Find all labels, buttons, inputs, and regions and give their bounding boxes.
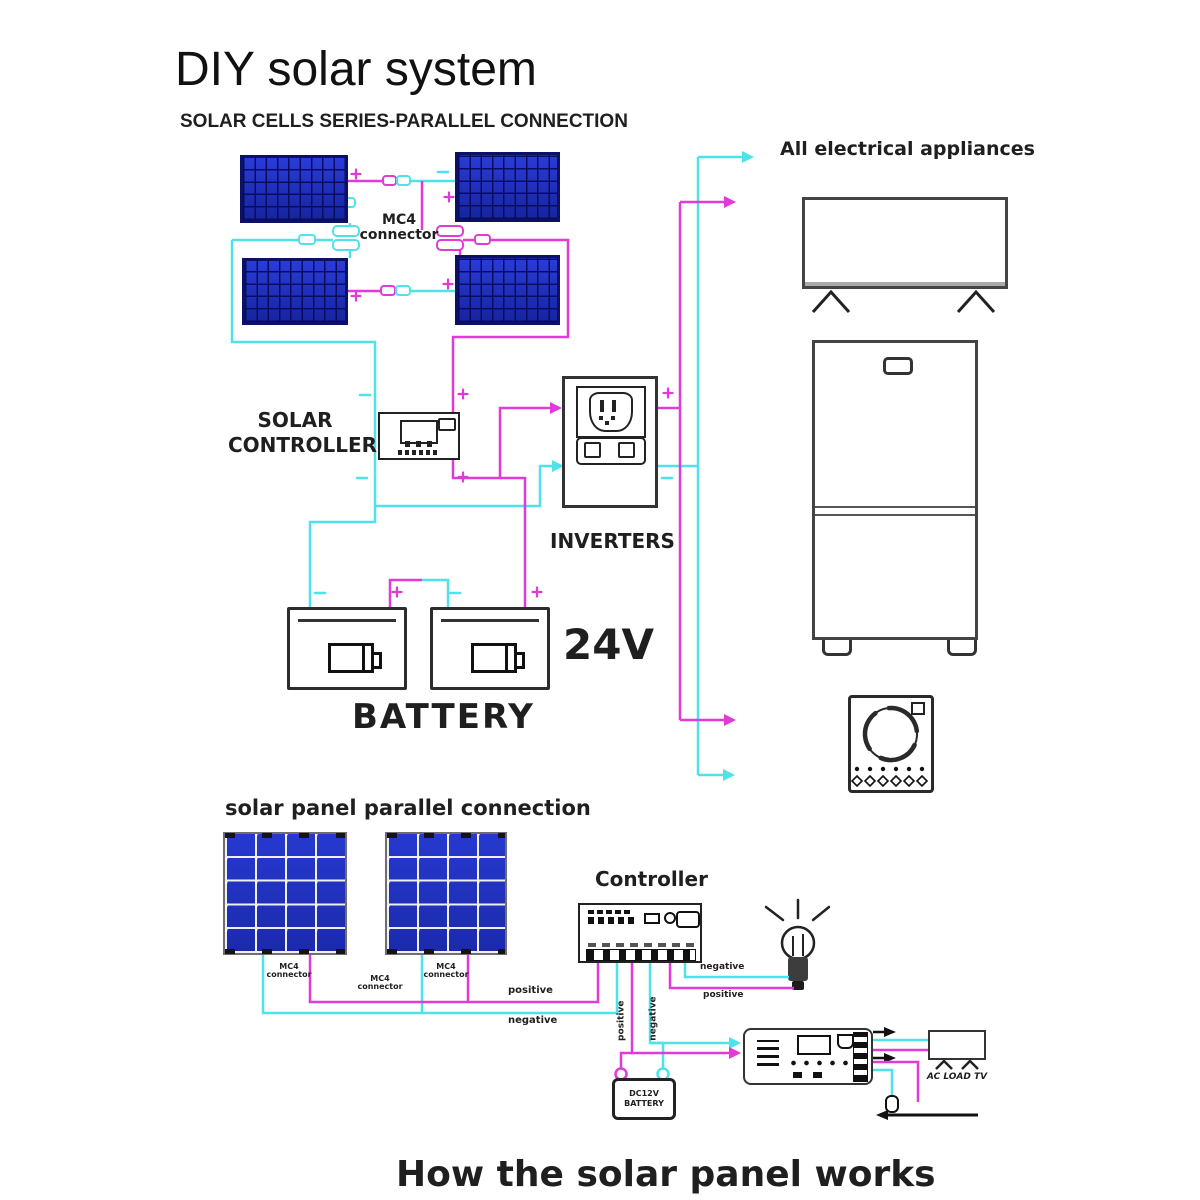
battery-box-2 xyxy=(430,607,550,690)
mc4-mid-line2: connector xyxy=(357,982,403,992)
bulb-negative-label: negative xyxy=(700,962,745,972)
washer-control-square xyxy=(911,702,925,715)
parallel-wiring-negative xyxy=(263,955,928,1100)
dc-battery-line2: BATTERY xyxy=(624,1099,664,1109)
controller-label: Controller xyxy=(595,867,708,891)
positive-wire-label: positive xyxy=(508,985,553,996)
inverter-output-stubs xyxy=(873,1032,885,1058)
tv-appliance xyxy=(802,197,1008,289)
controller-battery-icon xyxy=(644,913,660,924)
page-title: DIY solar system xyxy=(175,43,537,96)
battery-top-line xyxy=(441,619,539,622)
parallel-heading: solar panel parallel connection xyxy=(225,796,591,820)
mc4-left-line2: connector xyxy=(266,970,312,980)
mc4-label-right: MC4 connector xyxy=(417,962,475,980)
negative-wire-label: negative xyxy=(508,1015,558,1026)
mc4-connector-label: MC4 connector xyxy=(352,213,446,242)
parallel-wiring-positive xyxy=(310,955,928,1102)
minus-marks xyxy=(315,172,672,593)
light-bulb-icon xyxy=(766,900,829,990)
solar-controller-line1: SOLAR xyxy=(257,408,333,432)
mc4-label-mid: MC4 connector xyxy=(348,974,412,992)
parallel-panel-left xyxy=(223,832,347,955)
solar-panel-top-left xyxy=(240,155,348,223)
inverter-device xyxy=(562,376,658,508)
footer-title: How the solar panel works xyxy=(396,1154,936,1195)
inverter-display xyxy=(576,386,646,438)
ac-load-label: AC LOAD TV xyxy=(926,1072,988,1082)
fridge-divider xyxy=(815,506,975,516)
appliances-label: All electrical appliances xyxy=(780,138,1035,160)
mc4-right-line2: connector xyxy=(423,970,469,980)
mc4-left-line1: MC4 xyxy=(279,962,299,971)
parallel-inverter-device xyxy=(743,1028,873,1085)
ac-tv-box xyxy=(928,1030,986,1060)
controller-chip xyxy=(438,418,456,431)
ac-tv-legs-icon xyxy=(936,1061,978,1069)
inverter-terminal-strip xyxy=(853,1032,868,1082)
inverter-outlet-strip xyxy=(576,437,646,465)
inverter-plug-face xyxy=(589,392,633,432)
controller-dots xyxy=(398,450,438,455)
solar-panel-top-right xyxy=(455,152,560,222)
inverter-cup-icon xyxy=(837,1034,854,1049)
mc4-line1: MC4 xyxy=(382,212,416,228)
inverter-icon-row xyxy=(787,1058,849,1068)
dc-battery-label: DC12V BATTERY xyxy=(615,1089,673,1110)
dc-battery-box: DC12V BATTERY xyxy=(612,1078,676,1120)
refrigerator-appliance xyxy=(812,340,978,640)
controller-terminal-strip xyxy=(586,949,696,961)
fridge-handle xyxy=(883,357,913,375)
bulb-positive-label: positive xyxy=(703,990,744,1000)
page-subtitle: SOLAR CELLS SERIES-PARALLEL CONNECTION xyxy=(180,111,628,132)
mc4-label-left: MC4 connector xyxy=(260,962,318,980)
battery-label: BATTERY xyxy=(352,697,535,737)
battery-cell-icon xyxy=(328,643,382,673)
solar-panel-bottom-right xyxy=(455,255,560,325)
mc4-mid-line1: MC4 xyxy=(370,974,390,983)
solar-controller-device xyxy=(378,412,460,460)
ground-symbol xyxy=(880,1096,978,1115)
washing-machine-drum-icon xyxy=(852,699,927,786)
mc4-line2: connector xyxy=(359,226,439,243)
voltage-label: 24V xyxy=(563,620,654,669)
fridge-foot-left xyxy=(822,640,852,656)
negative-vertical-label: negative xyxy=(648,996,659,1041)
dc-battery-line1: DC12V xyxy=(629,1089,659,1098)
solar-controller-label: SOLAR CONTROLLER xyxy=(228,408,377,458)
battery-top-line xyxy=(298,619,396,622)
controller-terminal-labels xyxy=(588,943,694,947)
controller-lamp-icon xyxy=(664,912,676,924)
plus-marks xyxy=(352,170,673,597)
controller-indicator-text xyxy=(588,910,630,914)
solar-controller-line2: CONTROLLER xyxy=(228,433,378,457)
parallel-panel-right xyxy=(385,832,507,955)
mc4-connector-icons xyxy=(299,176,490,295)
tv-legs-icon xyxy=(813,292,994,312)
series-wiring-positive xyxy=(348,181,730,720)
inverter-screen xyxy=(797,1035,831,1055)
battery-box-1 xyxy=(287,607,407,690)
inverter-switch-icons xyxy=(793,1072,833,1078)
inverters-label: INVERTERS xyxy=(550,529,675,553)
controller-pins xyxy=(405,441,433,447)
series-wiring-negative xyxy=(232,157,748,775)
fridge-foot-right xyxy=(947,640,977,656)
battery-cell-icon xyxy=(471,643,525,673)
positive-vertical-label: positive xyxy=(616,1000,627,1041)
mc4-right-line1: MC4 xyxy=(436,962,456,971)
controller-screen xyxy=(676,911,700,928)
inverter-left-text xyxy=(757,1040,779,1066)
solar-panel-bottom-left xyxy=(242,258,348,325)
washing-machine-appliance xyxy=(848,695,934,793)
parallel-controller-device xyxy=(578,903,702,963)
controller-indicator-row xyxy=(588,917,636,924)
